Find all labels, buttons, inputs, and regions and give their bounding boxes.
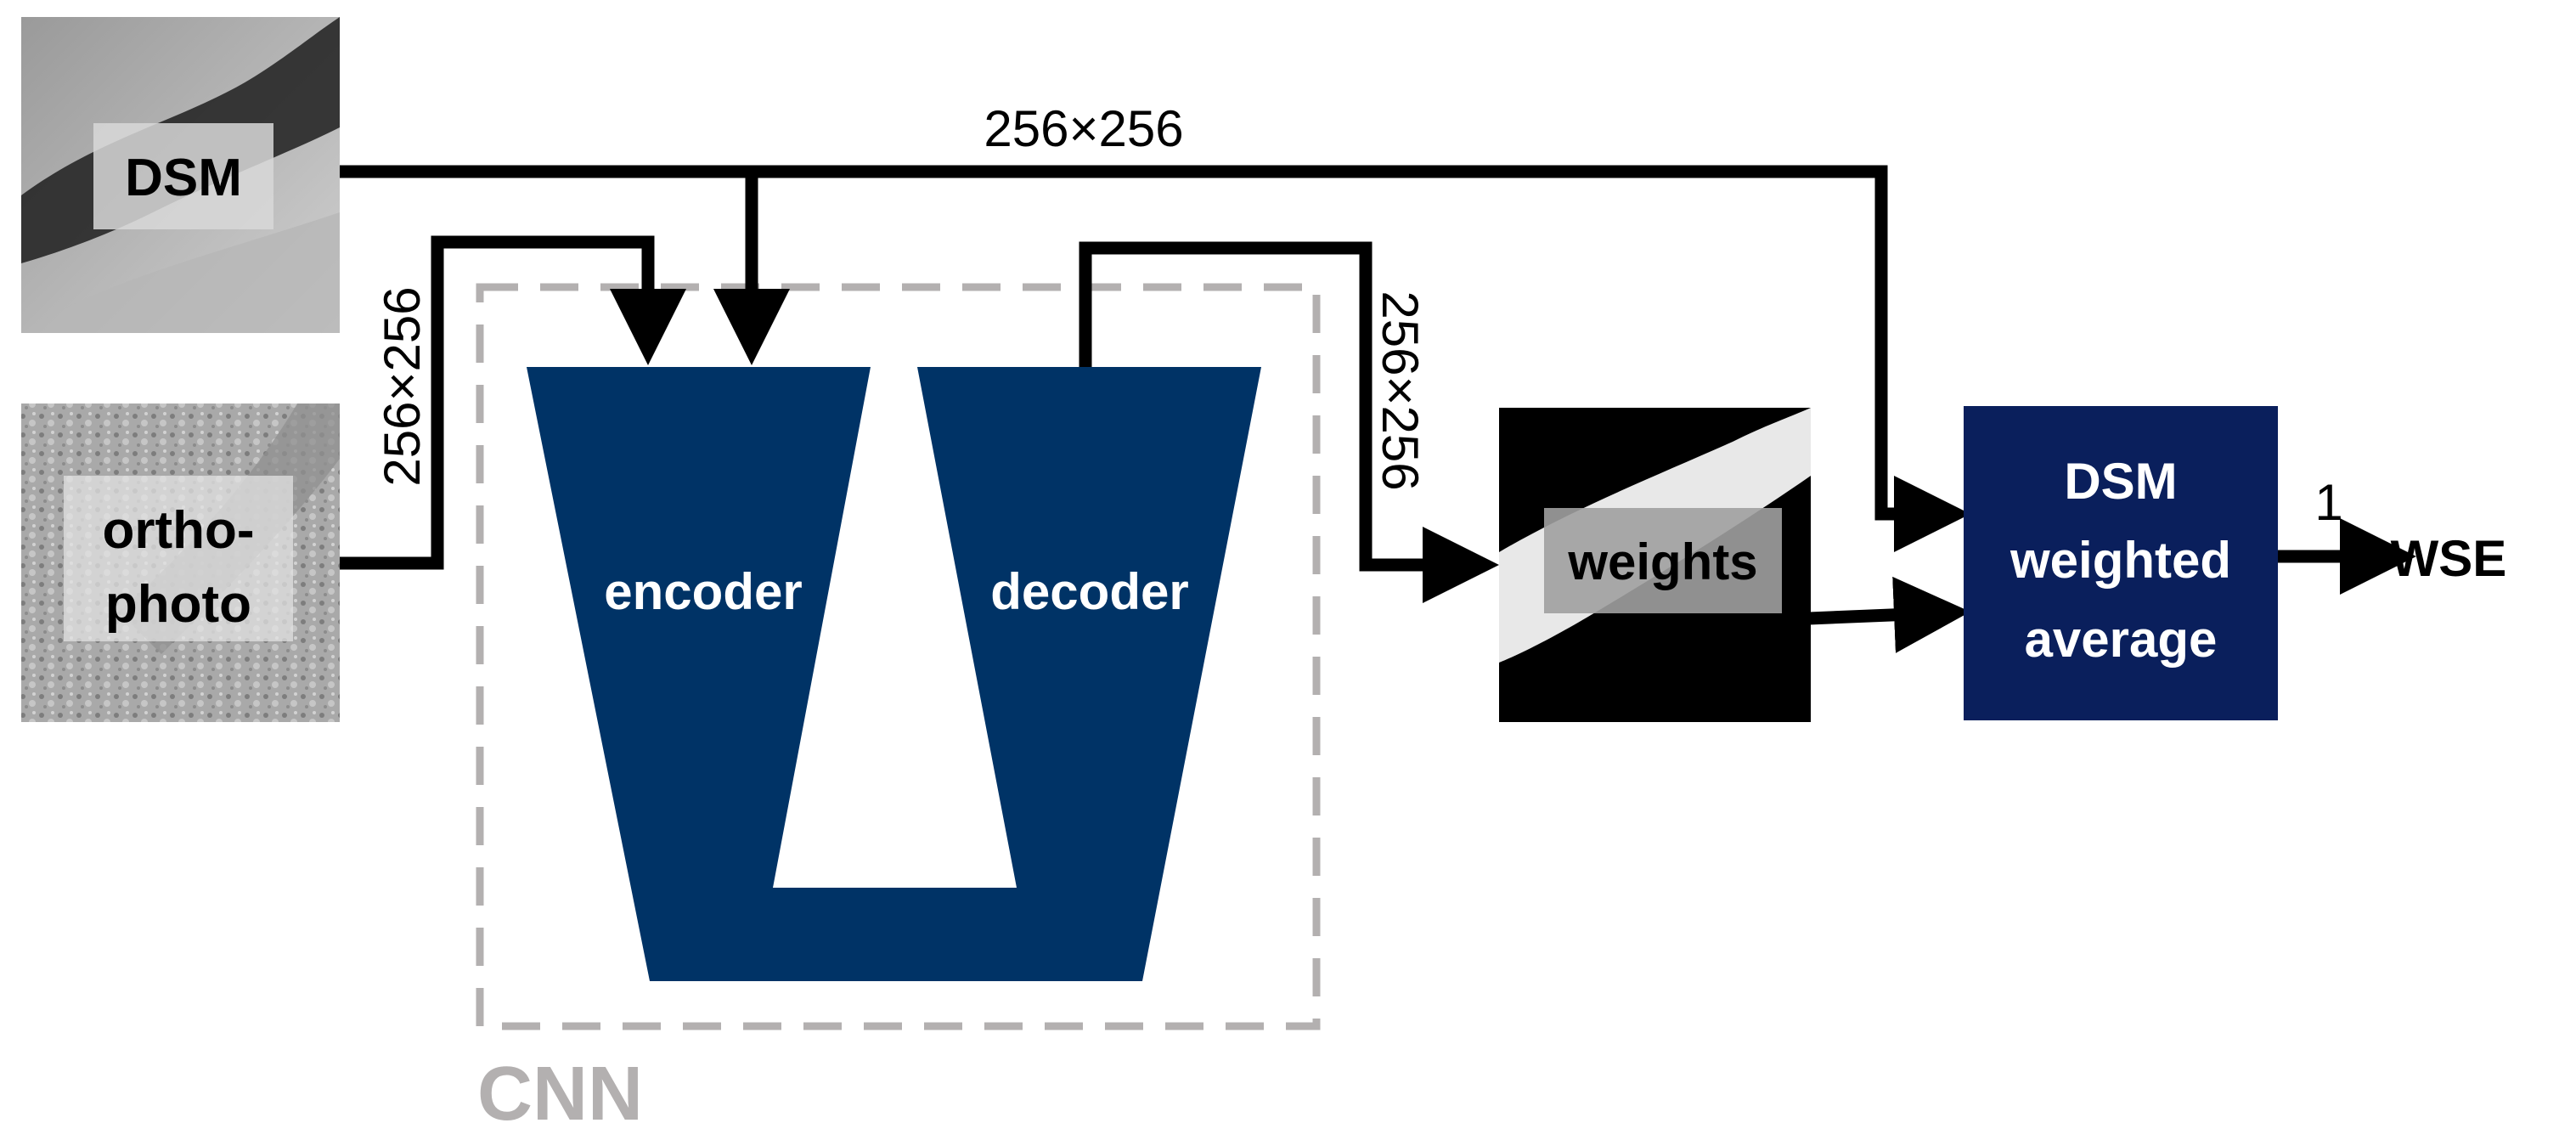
encoder-label: encoder xyxy=(604,563,802,620)
weights-label: weights xyxy=(1567,533,1757,590)
dsm-label-box xyxy=(93,123,273,229)
weighted-average-line1: DSM xyxy=(2064,453,2177,510)
weights-to-average-arrow xyxy=(1808,576,1970,653)
dsm-input: DSM xyxy=(21,17,340,333)
dsm-label: DSM xyxy=(125,149,242,207)
orthophoto-label-box xyxy=(64,476,293,641)
weighted-average-box xyxy=(1964,406,2278,720)
size-label-dsm-to-average: 256×256 xyxy=(984,100,1183,157)
encoder-decoder-shape xyxy=(527,367,1261,981)
size-label-average-to-output: 1 xyxy=(2314,474,2342,531)
orthophoto-input: ortho- photo xyxy=(21,404,340,722)
dsm-mid-band xyxy=(21,212,340,333)
size-label-inputs-to-encoder: 256×256 xyxy=(374,286,431,486)
weighted-average-line2: weighted xyxy=(2010,532,2231,589)
decoder-to-weights-arrow xyxy=(1079,241,1499,603)
weighted-average-block: DSM weighted average xyxy=(1964,406,2278,720)
decoder-label: decoder xyxy=(990,563,1188,620)
orthophoto-label-line1: ortho- xyxy=(102,501,254,560)
orthophoto-label-line2: photo xyxy=(105,575,251,634)
weighted-average-line3: average xyxy=(2025,611,2218,668)
dsm-top-line xyxy=(340,165,1970,552)
output-label: WSE xyxy=(2391,530,2507,587)
weights-label-box xyxy=(1544,508,1782,613)
size-label-decoder-to-weights: 256×256 xyxy=(1372,291,1429,490)
cnn-label: CNN xyxy=(477,1052,643,1137)
cnn-frame xyxy=(476,283,1321,1030)
orthophoto-to-encoder-arrow xyxy=(340,235,686,570)
weights-map: weights xyxy=(1499,408,1811,722)
